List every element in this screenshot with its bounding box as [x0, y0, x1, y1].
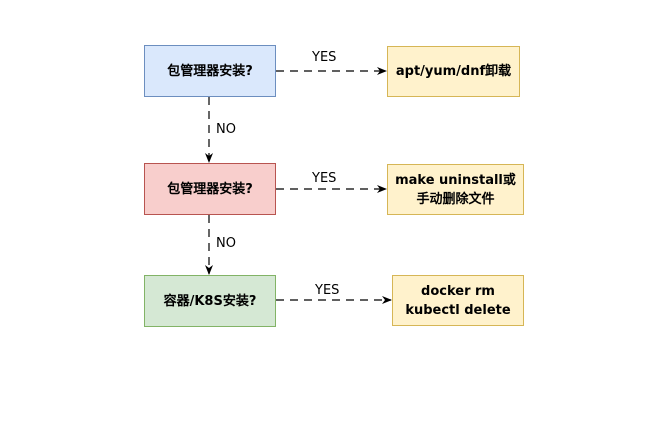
decision-container-k8s: 容器/K8S安装?: [144, 275, 276, 327]
no-label-2: NO: [214, 236, 238, 252]
action-line: make uninstall或: [395, 172, 516, 188]
yes-label-3: YES: [313, 283, 342, 299]
action-line: kubectl delete: [405, 302, 511, 318]
decision-package-manager-1: 包管理器安装?: [144, 45, 276, 97]
decision-label: 包管理器安装?: [167, 63, 253, 79]
action-line: docker rm: [421, 283, 495, 299]
decision-label: 包管理器安装?: [167, 181, 253, 197]
yes-label-2: YES: [310, 171, 339, 187]
no-label-1: NO: [214, 122, 238, 138]
action-line: apt/yum/dnf卸载: [395, 64, 512, 79]
decision-package-manager-2: 包管理器安装?: [144, 163, 276, 215]
action-make-uninstall: make uninstall或 手动删除文件: [387, 164, 524, 215]
action-line: 手动删除文件: [416, 191, 495, 207]
action-docker-kubectl: docker rm kubectl delete: [392, 275, 524, 326]
yes-label-1: YES: [310, 50, 339, 66]
action-apt-yum-dnf: apt/yum/dnf卸载: [387, 46, 520, 97]
decision-label: 容器/K8S安装?: [163, 293, 257, 309]
